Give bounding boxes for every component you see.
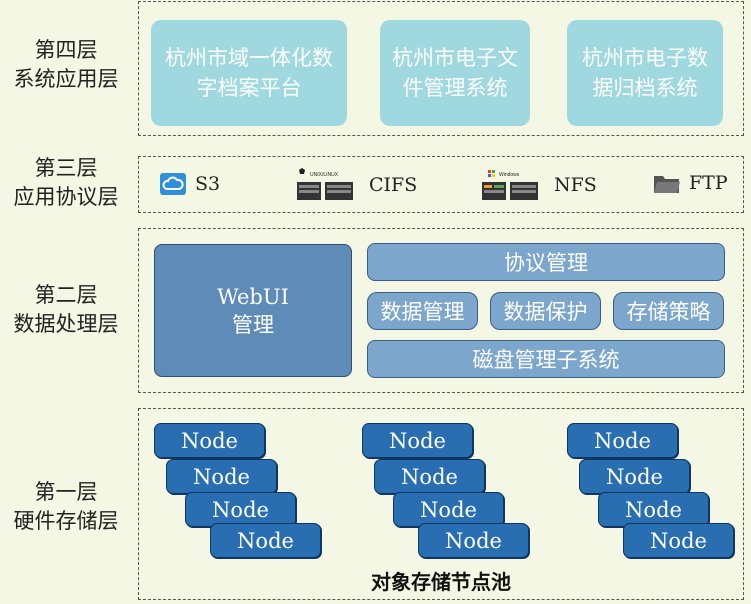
layer3-name: 第三层 bbox=[34, 156, 98, 180]
layer3-label: 第三层 应用协议层 bbox=[0, 154, 132, 212]
protocol-s3[interactable]: S3 bbox=[159, 172, 220, 196]
storage-node[interactable]: Node bbox=[418, 523, 529, 558]
protocol-nfs[interactable]: Windows NFS bbox=[480, 168, 597, 202]
layer4-name: 第四层 bbox=[34, 38, 98, 62]
layer1-title: 硬件存储层 bbox=[13, 509, 119, 533]
layer4-label: 第四层 系统应用层 bbox=[0, 36, 132, 94]
storage-node[interactable]: Node bbox=[623, 523, 734, 558]
disk-management-subsystem-box[interactable]: 磁盘管理子系统 bbox=[367, 340, 725, 378]
layer4-panel: 杭州市域一体化数 字档案平台 杭州市电子文 件管理系统 杭州市电子数 据归档系统 bbox=[138, 1, 744, 136]
unix-linux-server-icon: UNIX/LINUX bbox=[297, 168, 353, 200]
storage-node[interactable]: Node bbox=[579, 459, 690, 494]
protocol-ftp[interactable]: FTP bbox=[653, 172, 728, 194]
layer2-title: 数据处理层 bbox=[13, 312, 119, 336]
storage-node[interactable]: Node bbox=[210, 523, 321, 558]
protocol-cifs[interactable]: UNIX/LINUX CIFS bbox=[295, 168, 417, 202]
app-box-archive-platform[interactable]: 杭州市域一体化数 字档案平台 bbox=[151, 20, 347, 126]
app-box-document-system[interactable]: 杭州市电子文 件管理系统 bbox=[380, 20, 530, 126]
layer2-name: 第二层 bbox=[34, 283, 98, 307]
protocol-label: FTP bbox=[689, 172, 728, 194]
layer1-label: 第一层 硬件存储层 bbox=[0, 478, 132, 536]
protocol-label: NFS bbox=[554, 174, 597, 196]
app-box-data-archive-system[interactable]: 杭州市电子数 据归档系统 bbox=[567, 20, 723, 126]
storage-policy-box[interactable]: 存储策略 bbox=[613, 292, 724, 330]
data-protection-box[interactable]: 数据保护 bbox=[490, 292, 601, 330]
storage-node[interactable]: Node bbox=[598, 492, 709, 527]
data-management-box[interactable]: 数据管理 bbox=[367, 292, 478, 330]
layer4-title: 系统应用层 bbox=[13, 67, 119, 91]
cloud-icon bbox=[160, 173, 186, 195]
layer2-panel: WebUI 管理 协议管理 数据管理 数据保护 存储策略 磁盘管理子系统 bbox=[138, 228, 744, 393]
storage-node[interactable]: Node bbox=[362, 423, 473, 458]
protocol-label: S3 bbox=[195, 173, 221, 195]
windows-badge: Windows bbox=[499, 172, 520, 178]
node-pool-title: 对象存储节点池 bbox=[371, 570, 511, 594]
protocol-label: CIFS bbox=[369, 174, 418, 196]
folder-icon bbox=[654, 176, 680, 193]
storage-node[interactable]: Node bbox=[166, 459, 277, 494]
storage-node[interactable]: Node bbox=[185, 492, 296, 527]
layer2-label: 第二层 数据处理层 bbox=[0, 281, 132, 339]
layer3-title: 应用协议层 bbox=[13, 185, 119, 209]
storage-node[interactable]: Node bbox=[567, 423, 678, 458]
webui-management-box[interactable]: WebUI 管理 bbox=[154, 244, 352, 377]
storage-node[interactable]: Node bbox=[393, 492, 504, 527]
layer1-panel: Node Node Node Node Node Node Node Node … bbox=[138, 408, 744, 600]
unix-linux-badge: UNIX/LINUX bbox=[310, 172, 339, 178]
storage-node[interactable]: Node bbox=[374, 459, 485, 494]
protocol-management-box[interactable]: 协议管理 bbox=[367, 243, 725, 281]
storage-node[interactable]: Node bbox=[154, 423, 265, 458]
layer3-panel: S3 UNIX/LINUX CIFS Windows bbox=[138, 156, 744, 213]
layer1-name: 第一层 bbox=[34, 480, 98, 504]
windows-server-icon: Windows bbox=[482, 170, 538, 200]
